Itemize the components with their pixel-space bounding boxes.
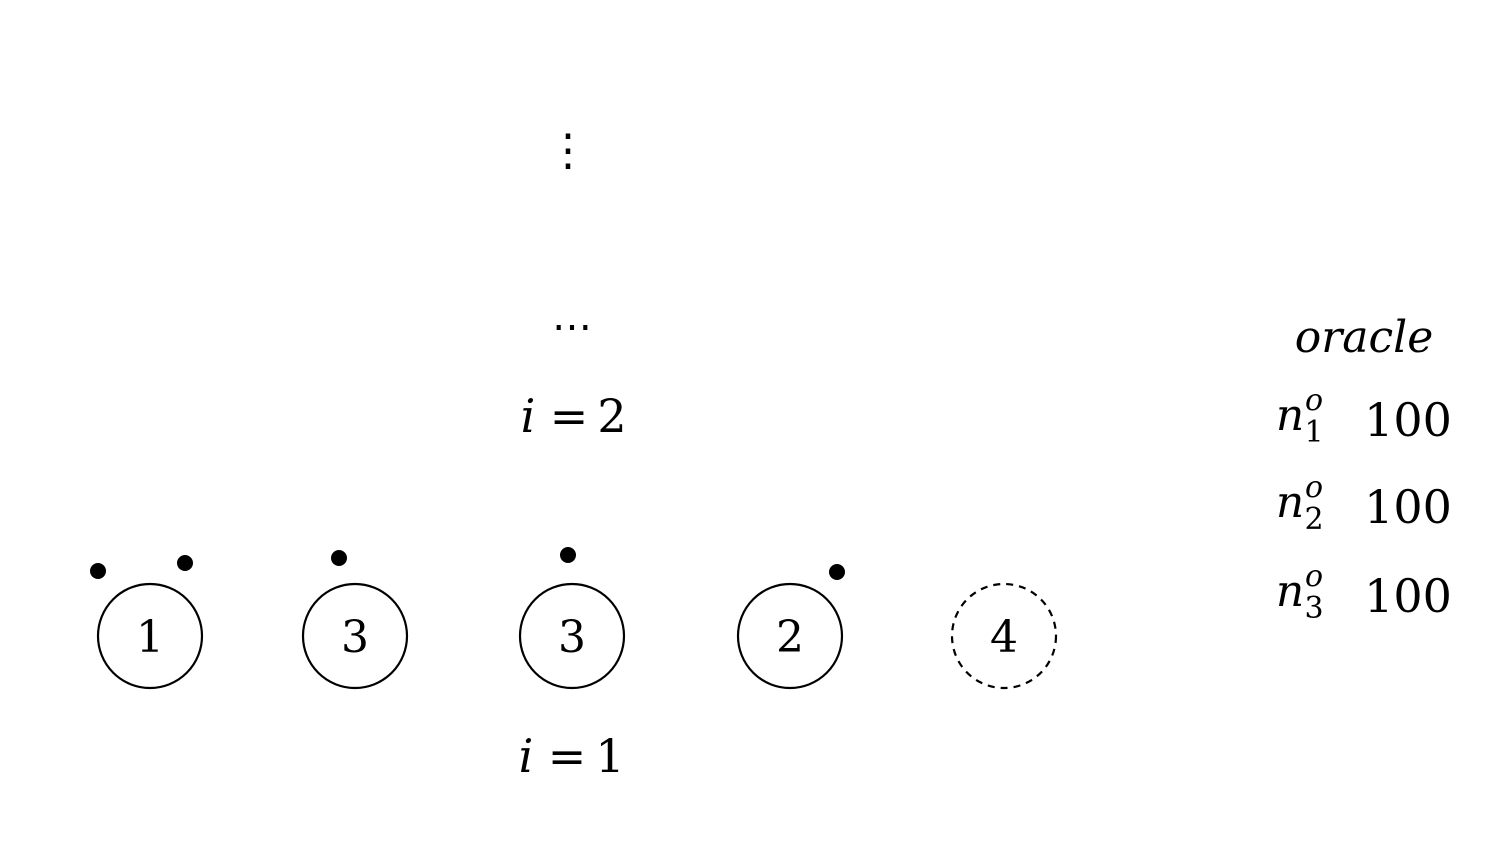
node-4: 2 (736, 564, 845, 690)
node-label: 2 (776, 612, 804, 663)
node-label: 3 (558, 612, 586, 663)
token-dot (331, 550, 347, 566)
vertical-ellipsis: ⋮ (546, 125, 590, 176)
oracle-subscript: 3 (1304, 591, 1323, 626)
level-label-upper-value: 2 (597, 389, 626, 443)
token-dot (829, 564, 845, 580)
node-3: 3 (518, 547, 626, 690)
oracle-value: 100 (1364, 393, 1452, 447)
oracle-subscript: 1 (1304, 415, 1323, 450)
level-label-upper: i = 2 (521, 389, 627, 443)
token-dot (560, 547, 576, 563)
oracle-value: 100 (1364, 480, 1452, 534)
node-label: 3 (341, 612, 369, 663)
node-label: 4 (990, 612, 1018, 663)
level-label-upper-variable: i (521, 389, 536, 443)
oracle-symbol: n (1276, 390, 1304, 441)
level-label-lower-equals: = (548, 729, 587, 783)
token-dot (177, 555, 193, 571)
node-circle (736, 582, 844, 690)
level-label-lower-value: 1 (595, 729, 624, 783)
node-circle (301, 582, 409, 690)
node-circle (96, 582, 204, 690)
horizontal-ellipsis: ⋯ (552, 304, 592, 350)
oracle-symbol: n (1276, 566, 1304, 617)
oracle-subscript: 2 (1304, 502, 1323, 537)
node-row: 1 3 3 2 4 (90, 547, 1058, 690)
oracle-superscript: o (1305, 470, 1323, 505)
node-label: 1 (136, 612, 164, 663)
level-label-upper-equals: = (550, 389, 589, 443)
node-1: 1 (90, 555, 204, 690)
oracle-superscript: o (1305, 559, 1323, 594)
level-label-lower-variable: i (519, 729, 534, 783)
node-2: 3 (301, 550, 409, 690)
node-5: 4 (950, 582, 1058, 690)
oracle-superscript: o (1305, 383, 1323, 418)
token-dot (90, 563, 106, 579)
node-circle (950, 582, 1058, 690)
node-circle (518, 582, 626, 690)
oracle-symbol: n (1276, 477, 1304, 528)
level-label-lower: i = 1 (519, 729, 625, 783)
oracle-value: 100 (1364, 569, 1452, 623)
oracle-title: oracle (1295, 312, 1434, 363)
